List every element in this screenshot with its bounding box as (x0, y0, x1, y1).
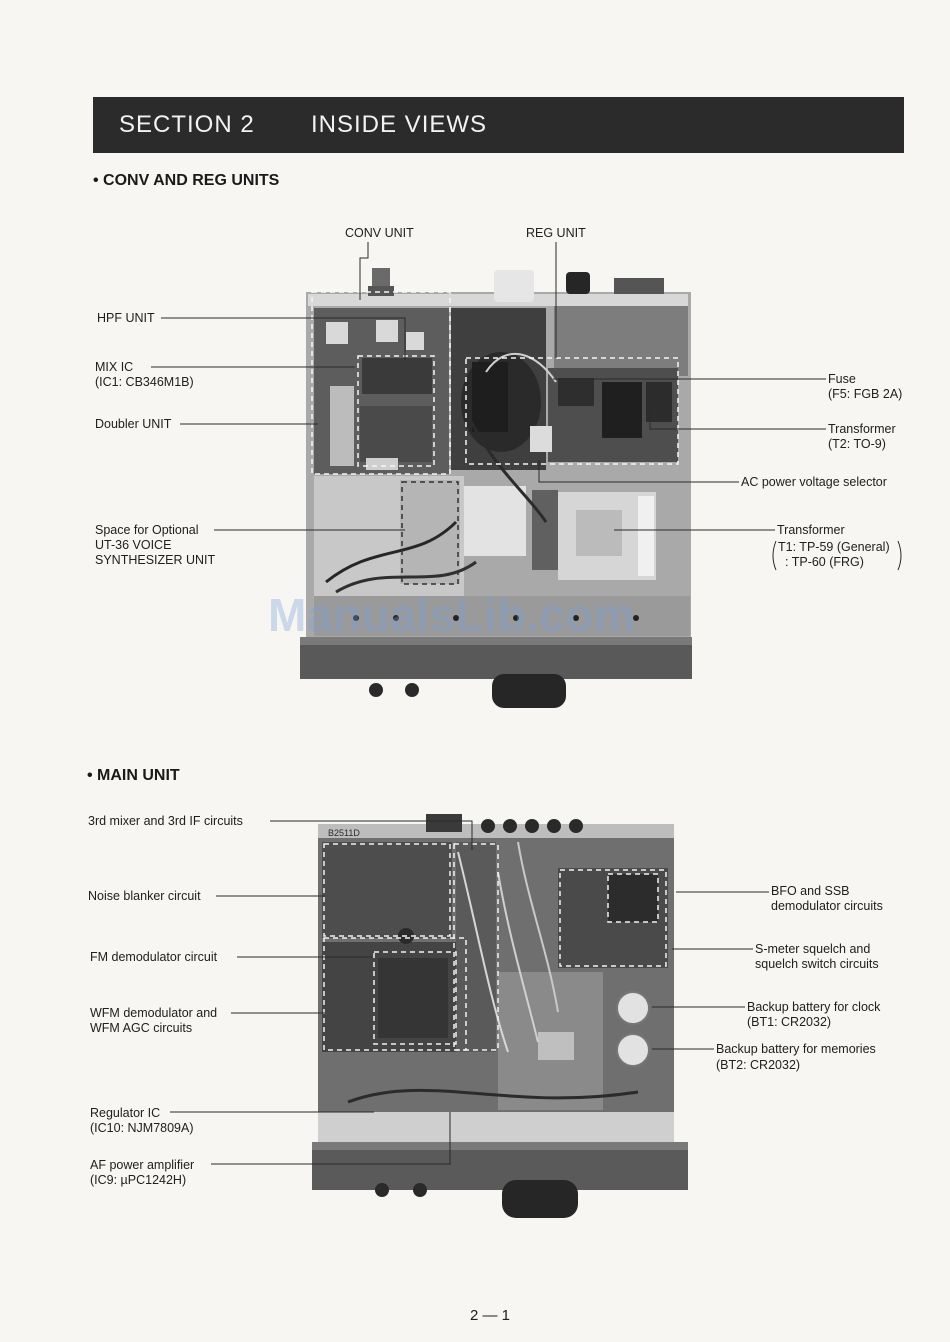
label-space-ut36: UT-36 VOICE (95, 538, 172, 552)
label-mix-ic: MIX IC (95, 360, 134, 374)
label-transformer-t1-general: T1: TP-59 (General) (778, 540, 890, 554)
label-fuse: Fuse (828, 372, 856, 386)
label-regulator: Regulator IC (90, 1106, 161, 1120)
label-bfo: BFO and SSB (771, 884, 850, 898)
section-banner: SECTION 2 INSIDE VIEWS (93, 97, 904, 153)
label-backup-clock: Backup battery for clock (747, 1000, 881, 1014)
label-af-amp-part: (IC9: µPC1242H) (90, 1173, 187, 1187)
label-doubler-unit: Doubler UNIT (95, 417, 172, 431)
page-number: 2 — 1 (470, 1307, 511, 1324)
label-backup-clock-part: (BT1: CR2032) (747, 1015, 832, 1029)
label-wfm-demod: WFM demodulator and (90, 1006, 218, 1020)
label-regulator-part: (IC10: NJM7809A) (90, 1121, 194, 1135)
label-hpf-unit: HPF UNIT (97, 311, 155, 325)
label-space-synth: SYNTHESIZER UNIT (95, 553, 216, 567)
label-af-amp: AF power amplifier (90, 1158, 195, 1172)
label-transformer-t2-part: (T2: TO-9) (828, 437, 886, 451)
section-number: SECTION 2 (119, 111, 255, 138)
label-reg-unit: REG UNIT (526, 226, 586, 240)
conv-reg-heading: • CONV AND REG UNITS (93, 172, 280, 189)
watermark: ManualsLib.com (268, 589, 636, 641)
label-backup-memories: Backup battery for memories (716, 1042, 876, 1056)
label-bfo-demod: demodulator circuits (771, 899, 883, 913)
label-squelch: squelch switch circuits (755, 957, 879, 971)
label-transformer-t1: Transformer (777, 523, 845, 537)
board-marking: B2511D (328, 828, 360, 838)
label-fm-demod: FM demodulator circuit (90, 950, 218, 964)
label-smeter: S-meter squelch and (755, 942, 871, 956)
label-fuse-part: (F5: FGB 2A) (828, 387, 903, 401)
conv-reg-photo (300, 268, 692, 708)
label-space-optional: Space for Optional (95, 523, 199, 537)
main-unit-heading: • MAIN UNIT (87, 767, 180, 784)
label-transformer-t1-frg: : TP-60 (FRG) (785, 555, 864, 569)
main-unit-photo: B2511D (312, 814, 688, 1218)
label-conv-unit: CONV UNIT (345, 226, 414, 240)
label-noise-blanker: Noise blanker circuit (88, 889, 201, 903)
label-transformer-t2: Transformer (828, 422, 896, 436)
label-mixer: 3rd mixer and 3rd IF circuits (88, 814, 243, 828)
label-mix-ic-part: (IC1: CB346M1B) (95, 375, 194, 389)
label-wfm-agc: WFM AGC circuits (90, 1021, 193, 1035)
section-title: INSIDE VIEWS (311, 111, 488, 138)
label-ac-selector: AC power voltage selector (741, 475, 887, 489)
label-backup-memories-part: (BT2: CR2032) (716, 1058, 801, 1072)
